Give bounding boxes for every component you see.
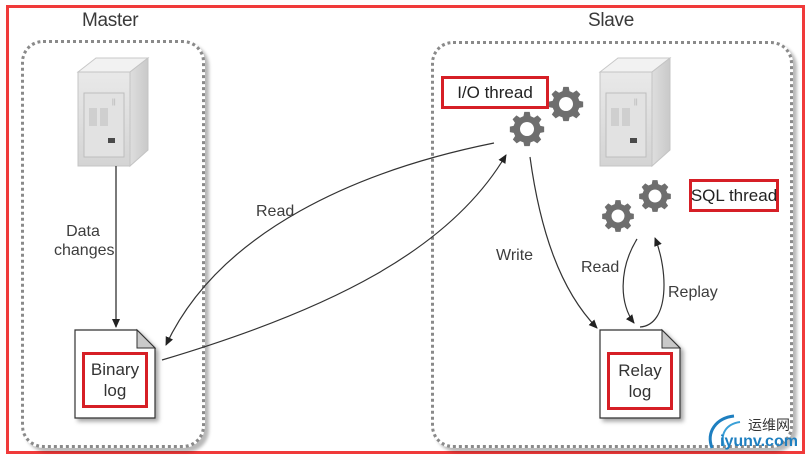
svg-text:||: || (112, 99, 116, 106)
binary-log-line-2: log (103, 381, 127, 400)
write-relay-log-arrow (529, 156, 598, 329)
relay-log-line-2: log (628, 382, 652, 401)
io-thread-large-gear-icon (509, 111, 545, 147)
replay-label: Replay (668, 284, 718, 301)
watermark-logo-icon (708, 414, 741, 449)
data-changes-line-1: Data (66, 223, 100, 240)
sql-thread-small-gear-icon (639, 180, 671, 212)
slave-title: Slave (588, 10, 635, 31)
relay-log-highlight: Relay log (607, 352, 673, 410)
write-label: Write (496, 247, 534, 264)
binary-log-highlight: Binary log (82, 352, 148, 408)
read-relay-label: Read (581, 259, 620, 276)
io-thread-label: I/O thread (457, 82, 533, 102)
read-relay-log-arrow (622, 238, 638, 324)
data-changes-line-2: changes (54, 242, 115, 259)
data-changes-label: Data changes (54, 222, 115, 260)
master-title: Master (82, 10, 139, 31)
watermark-url: iyunv.com (720, 433, 798, 450)
read-label: Read (256, 203, 295, 220)
slave-server-icon: || (598, 56, 672, 168)
outer-highlight-frame (6, 5, 805, 454)
binary-log-line-1: Binary (90, 360, 140, 379)
sql-thread-highlight: SQL thread (689, 179, 779, 212)
relay-log-line-1: Relay (618, 361, 662, 380)
replay-arrow (639, 237, 665, 328)
io-thread-highlight: I/O thread (441, 76, 549, 109)
sql-thread-label: SQL thread (690, 185, 778, 205)
sql-thread-large-gear-icon (602, 200, 634, 232)
binlog-to-io-thread-arrow (161, 154, 507, 361)
svg-text:||: || (634, 99, 638, 106)
io-thread-small-gear-icon (548, 86, 584, 122)
read-binary-log-arrow (165, 142, 495, 346)
watermark-cn-text: 运维网 (748, 417, 790, 433)
master-server-icon: || (76, 56, 150, 168)
